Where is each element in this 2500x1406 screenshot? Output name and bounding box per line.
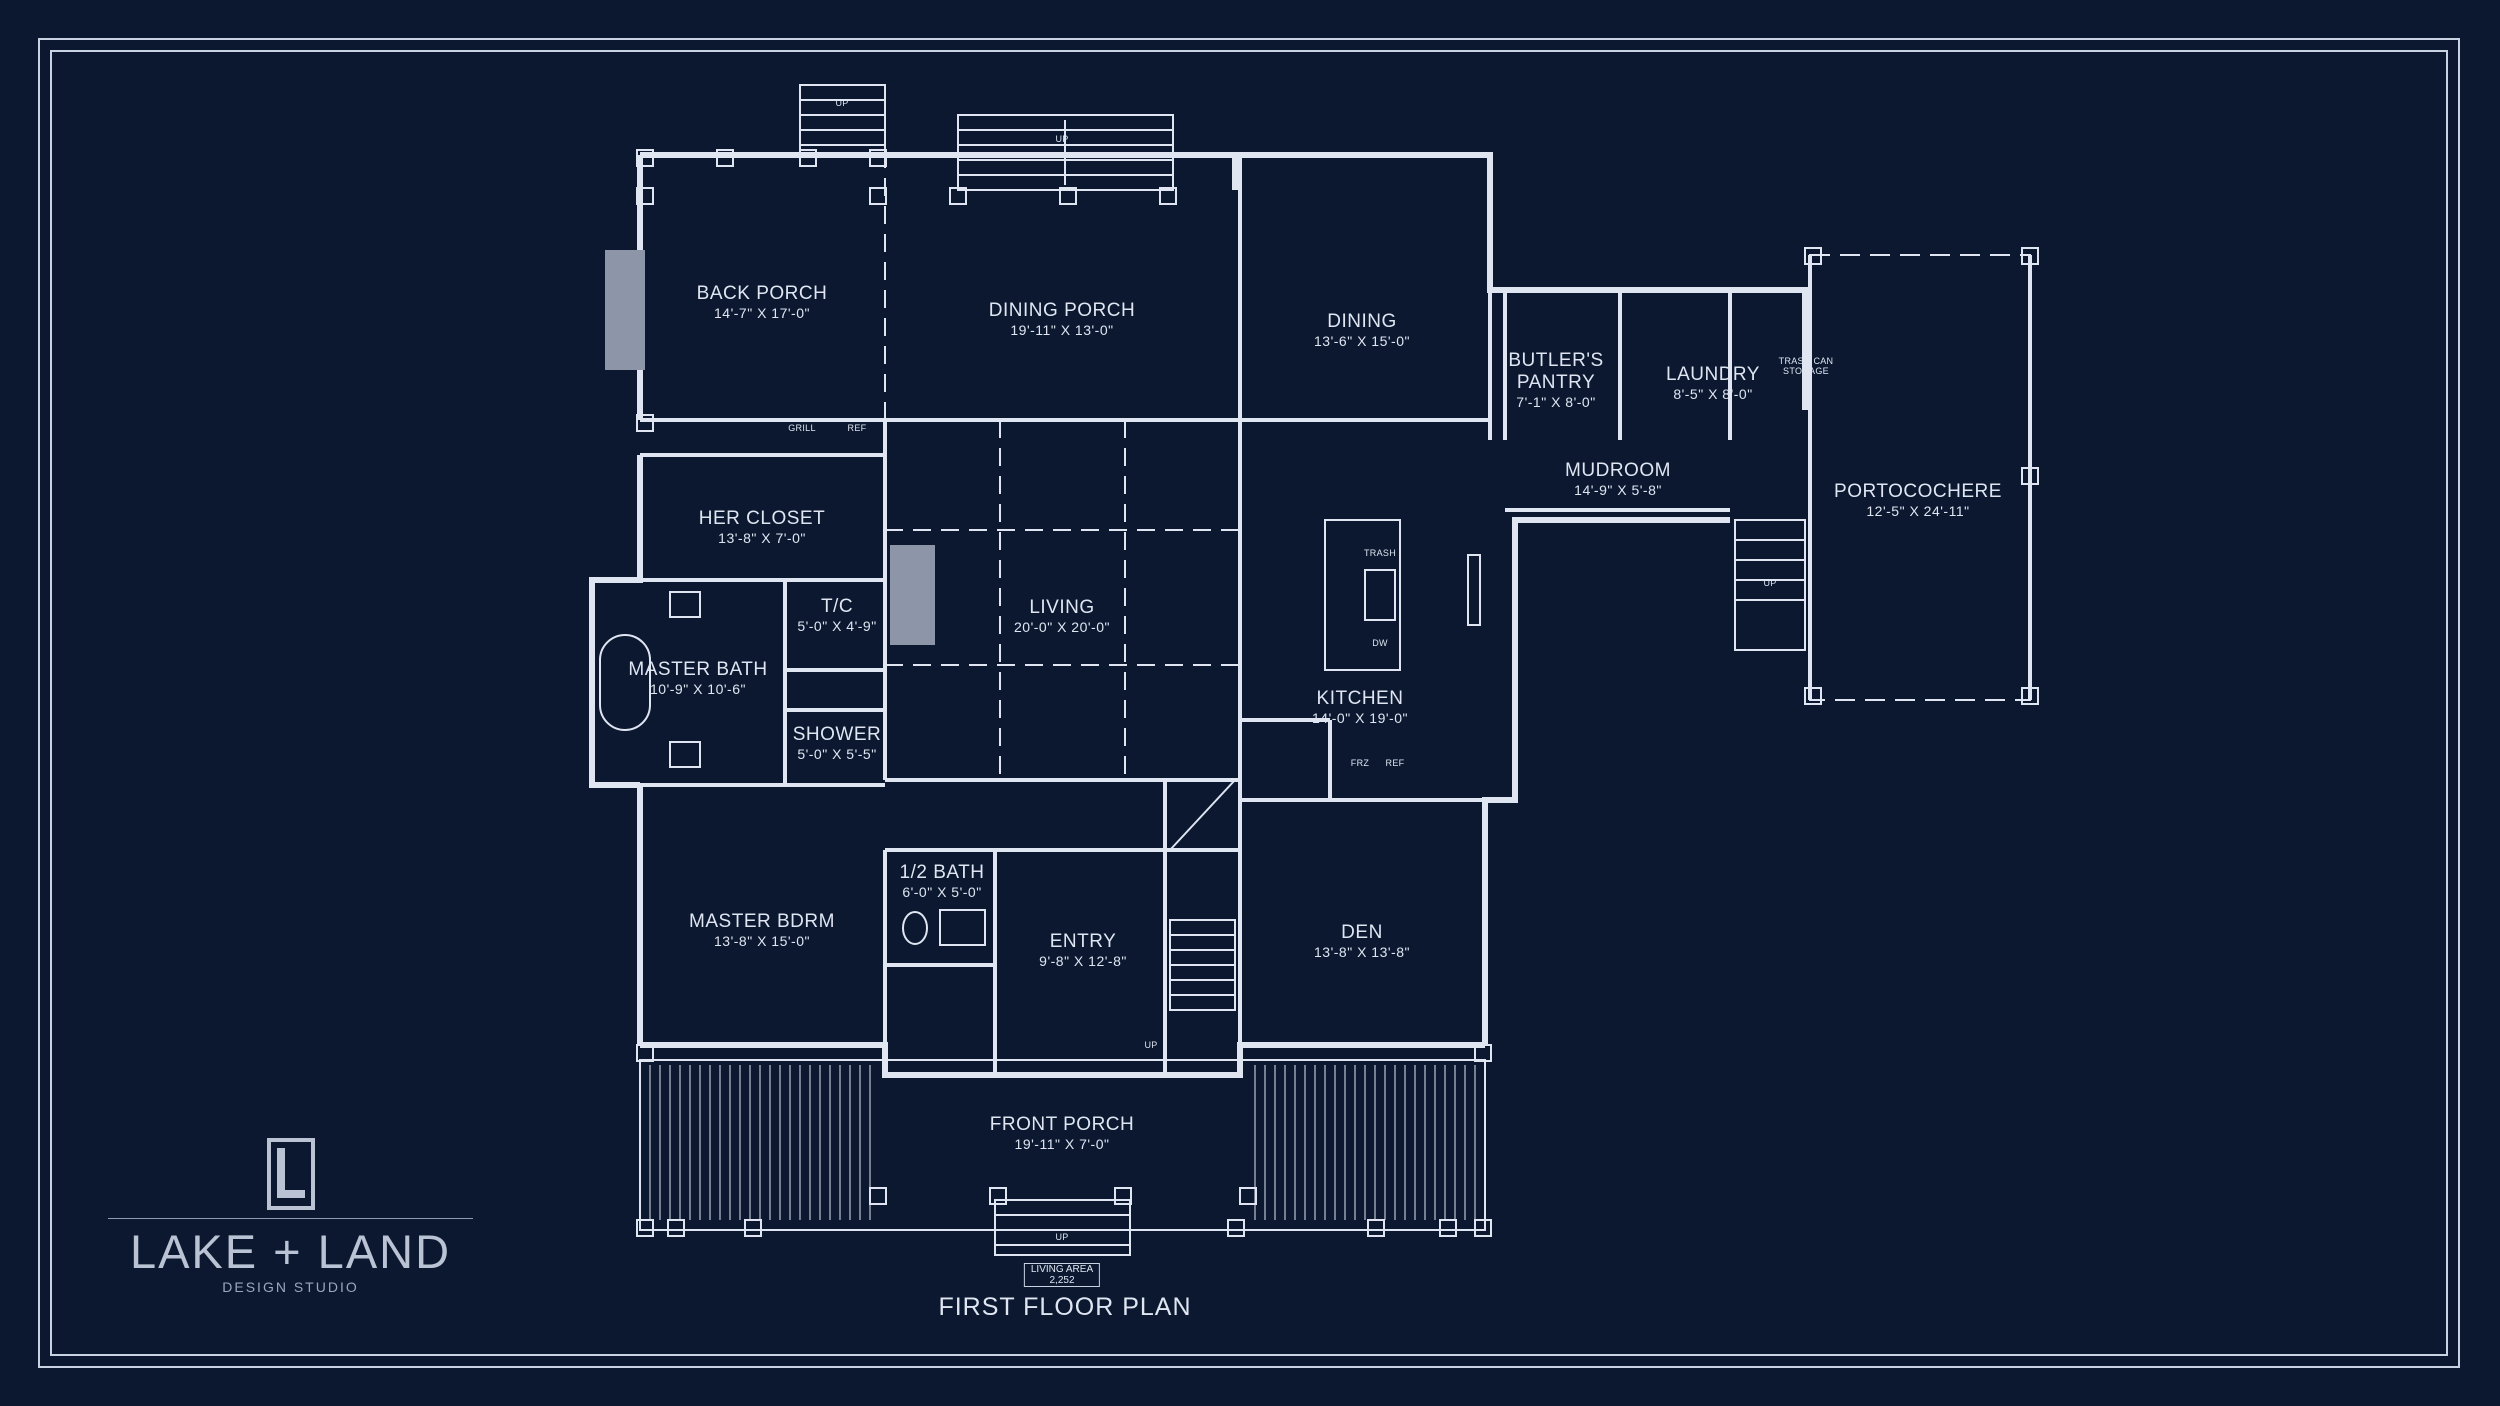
- front-steps: [994, 1199, 1131, 1256]
- room-back-porch: BACK PORCH 14'-7" X 17'-0": [697, 283, 828, 321]
- room-living: LIVING 20'-0" X 20'-0": [1014, 597, 1110, 635]
- room-dimensions: 14'-9" X 5'-8": [1574, 482, 1662, 498]
- label-ref-porch: REF: [847, 423, 867, 433]
- fireplace: [890, 545, 935, 645]
- toilet: [902, 911, 928, 945]
- sink-2: [669, 741, 701, 768]
- label-up-mudroom: UP: [1763, 578, 1777, 588]
- room-name: MASTER BATH: [628, 659, 768, 680]
- room-dimensions: 20'-0" X 20'-0": [1014, 619, 1110, 635]
- room-dimensions: 13'-6" X 15'-0": [1314, 333, 1410, 349]
- room-dimensions: 13'-8" X 15'-0": [714, 933, 810, 949]
- living-area-value: 2,252: [1049, 1275, 1075, 1286]
- label-grill: GRILL: [788, 423, 816, 433]
- room-dimensions: 5'-0" X 5'-5": [797, 746, 877, 762]
- label-up-entry: UP: [1144, 1040, 1158, 1050]
- room-dimensions: 13'-8" X 7'-0": [718, 530, 806, 546]
- room-tc: T/C 5'-0" X 4'-9": [797, 596, 876, 634]
- living-beams: [884, 155, 1485, 851]
- room-name: DINING: [1327, 311, 1397, 332]
- room-name: BACK PORCH: [696, 283, 828, 304]
- brand-subtitle: DESIGN STUDIO: [222, 1279, 359, 1295]
- label-frz: FRZ: [1350, 758, 1370, 768]
- brand-divider: [108, 1218, 473, 1219]
- room-dimensions: 8'-5" X 8'-0": [1673, 386, 1753, 402]
- columns: [636, 149, 2039, 1237]
- room-name: FRONT PORCH: [989, 1114, 1135, 1135]
- outer-border: [38, 38, 2460, 1368]
- range: [1467, 554, 1481, 626]
- mudroom-stairs: [1734, 519, 1806, 651]
- brand-block: LAKE + LAND DESIGN STUDIO: [108, 1138, 473, 1295]
- room-name: SHOWER: [792, 724, 882, 745]
- label-up-dining-porch: UP: [1055, 134, 1069, 144]
- main-stairs: [1169, 779, 1236, 1011]
- room-shower: SHOWER 5'-0" X 5'-5": [793, 724, 882, 762]
- room-name: ENTRY: [1049, 931, 1117, 952]
- room-laundry: LAUNDRY 8'-5" X 8'-0": [1666, 364, 1760, 402]
- living-area-box: LIVING AREA 2,252: [1023, 1263, 1101, 1287]
- half-bath-sink: [939, 909, 986, 946]
- living-area-label: LIVING AREA: [1030, 1264, 1094, 1275]
- room-name: PANTRY: [1516, 372, 1596, 393]
- room-dimensions: 10'-9" X 10'-6": [650, 681, 746, 697]
- room-name: HER CLOSET: [698, 508, 826, 529]
- room-half-bath: 1/2 BATH 6'-0" X 5'-0": [900, 862, 985, 900]
- room-name: T/C: [820, 596, 854, 617]
- room-kitchen: KITCHEN 14'-0" X 19'-0": [1312, 688, 1408, 726]
- room-her-closet: HER CLOSET 13'-8" X 7'-0": [699, 508, 825, 546]
- room-master-bdrm: MASTER BDRM 13'-8" X 15'-0": [689, 911, 835, 949]
- inner-border: [50, 50, 2448, 1356]
- room-den: DEN 13'-8" X 13'-8": [1314, 922, 1410, 960]
- room-dimensions: 13'-8" X 13'-8": [1314, 944, 1410, 960]
- room-dimensions: 19'-11" X 7'-0": [1014, 1136, 1110, 1152]
- room-entry: ENTRY 9'-8" X 12'-8": [1039, 931, 1127, 969]
- room-dimensions: 7'-1" X 8'-0": [1516, 394, 1596, 410]
- room-name: LAUNDRY: [1666, 364, 1760, 385]
- kitchen-island: [1324, 519, 1401, 671]
- room-name: 1/2 BATH: [899, 862, 985, 883]
- label-up-front: UP: [1055, 1232, 1069, 1242]
- label-ref: REF: [1385, 758, 1405, 768]
- room-dimensions: 9'-8" X 12'-8": [1039, 953, 1127, 969]
- sink-1: [669, 591, 701, 618]
- label-trash-can: TRASH CAN: [1778, 356, 1834, 366]
- label-storage: STORAGE: [1783, 366, 1829, 376]
- room-dimensions: 12'-5" X 24'-11": [1866, 503, 1970, 519]
- room-name: DINING PORCH: [988, 300, 1136, 321]
- room-name: MUDROOM: [1565, 460, 1671, 481]
- room-name: MASTER BDRM: [689, 911, 835, 932]
- brand-name: LAKE + LAND: [129, 1225, 452, 1278]
- room-dimensions: 5'-0" X 4'-9": [797, 618, 877, 634]
- room-dining-porch: DINING PORCH 19'-11" X 13'-0": [989, 300, 1135, 338]
- portocochere-outline: [1809, 254, 2031, 701]
- bathtub: [599, 634, 651, 731]
- room-portocochere: PORTOCOCHERE 12'-5" X 24'-11": [1834, 481, 2002, 519]
- label-up-back: UP: [835, 98, 849, 108]
- room-front-porch: FRONT PORCH 19'-11" X 7'-0": [990, 1114, 1134, 1152]
- room-dimensions: 14'-0" X 19'-0": [1312, 710, 1408, 726]
- room-master-bath: MASTER BATH 10'-9" X 10'-6": [628, 659, 767, 697]
- room-dimensions: 14'-7" X 17'-0": [714, 305, 810, 321]
- room-name: KITCHEN: [1316, 688, 1404, 709]
- room-dimensions: 19'-11" X 13'-0": [1010, 322, 1114, 338]
- label-trash-can-storage: TRASH CAN STORAGE: [1779, 356, 1834, 376]
- room-name: PORTOCOCHERE: [1834, 481, 2002, 502]
- brand-logo-icon: [266, 1138, 315, 1210]
- room-name: DEN: [1341, 922, 1383, 943]
- label-trash: TRASH: [1363, 548, 1397, 558]
- room-dimensions: 6'-0" X 5'-0": [902, 884, 982, 900]
- room-dining: DINING 13'-6" X 15'-0": [1314, 311, 1410, 349]
- room-butlers-pantry: BUTLER'S PANTRY 7'-1" X 8'-0": [1508, 350, 1603, 410]
- room-name: LIVING: [1029, 597, 1095, 618]
- room-mudroom: MUDROOM 14'-9" X 5'-8": [1565, 460, 1671, 498]
- label-dw: DW: [1372, 638, 1388, 648]
- plan-title: FIRST FLOOR PLAN: [938, 1293, 1192, 1321]
- room-name: BUTLER'S: [1508, 350, 1604, 371]
- outdoor-fireplace: [605, 250, 645, 370]
